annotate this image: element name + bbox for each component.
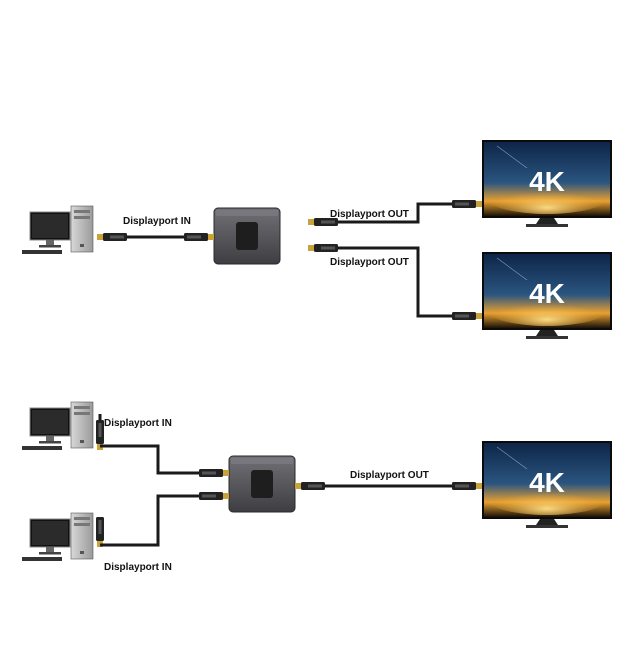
dp-out-label: Displayport OUT <box>330 209 409 220</box>
top-diagram: 4K 4K Displayport IN Displayport OUT Dis… <box>21 139 613 340</box>
displayport-plug-icon <box>97 233 127 241</box>
dp-out-label: Displayport OUT <box>350 470 429 481</box>
displayport-plug-icon <box>96 517 104 547</box>
displayport-plug-icon <box>452 482 482 490</box>
displayport-plug-icon <box>452 312 482 320</box>
dp-in-label: Displayport IN <box>104 418 172 429</box>
switch-box-icon <box>213 207 281 265</box>
dp-in-label: Displayport IN <box>104 562 172 573</box>
dp-in-label: Displayport IN <box>123 216 191 227</box>
bottom-diagram: 4K Displayport IN Displayport IN Display… <box>21 401 613 573</box>
displayport-plug-icon <box>308 244 338 252</box>
displayport-plug-icon <box>452 200 482 208</box>
desktop-computer-icon <box>21 512 94 562</box>
displayport-plug-icon <box>199 492 229 500</box>
dp-out-label: Displayport OUT <box>330 257 409 268</box>
input-cable <box>100 494 199 547</box>
desktop-computer-icon <box>21 205 94 255</box>
monitor-resolution-label: 4K <box>529 278 565 309</box>
output-cable <box>336 246 452 318</box>
monitor-resolution-label: 4K <box>529 467 565 498</box>
displayport-plug-icon <box>199 469 229 477</box>
displayport-plug-icon <box>184 233 214 241</box>
switch-box-icon <box>228 455 296 513</box>
desktop-computer-icon <box>21 401 94 451</box>
monitor-resolution-label: 4K <box>529 166 565 197</box>
input-cable <box>100 444 199 475</box>
output-cable <box>336 202 452 224</box>
displayport-plug-icon <box>295 482 325 490</box>
